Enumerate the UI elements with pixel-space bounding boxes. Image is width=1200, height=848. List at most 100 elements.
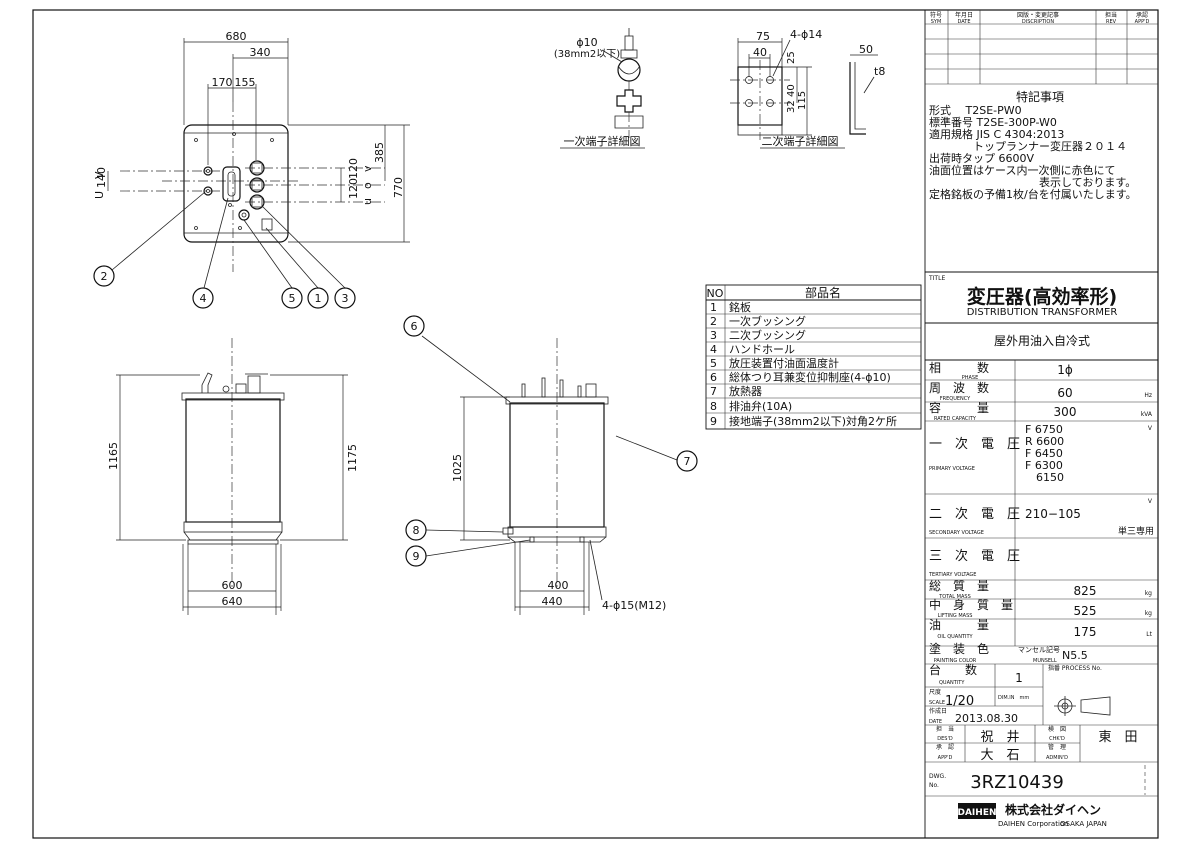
company-place: OSAKA JAPAN [1060, 820, 1107, 828]
note-line: 油面位置はケース内一次側に赤色にて [929, 163, 1115, 177]
parts-row-no: 4 [710, 343, 717, 356]
secondary-terminal-detail: 75 40 4-ϕ14 25 32 40 115 50 t8 二次端子詳細図 [730, 28, 885, 149]
dim-170: 170 [212, 76, 233, 89]
spec-cap-en: RATED CAPACITY [934, 416, 977, 422]
spec-lift-mass-label: 中 身 質 量 [929, 597, 1013, 612]
label-U: U [93, 191, 106, 199]
company-logo-text: DAIHEN [958, 808, 997, 818]
parts-row-no: 7 [710, 385, 717, 398]
label-u: u [361, 198, 374, 205]
note-line: 適用規格 JIS C 4304:2013 [929, 127, 1064, 141]
dim-385: 385 [373, 142, 386, 163]
parts-row-no: 6 [710, 371, 717, 384]
spec-chk-value: 東 田 [1098, 729, 1137, 745]
callout-5: 5 [289, 292, 296, 305]
sec-dim-25: 25 [786, 51, 797, 64]
company-name: 株式会社ダイヘン [1005, 802, 1101, 817]
spec-total-mass-label: 総 質 量 [929, 578, 989, 593]
note-line: 表示しております。 [929, 175, 1136, 189]
spec-phase-en: PHASE [962, 375, 979, 381]
spec-qty-value: 1 [1015, 671, 1023, 685]
spec-oil-en: OIL QUANTITY [937, 634, 973, 640]
title-sub: 屋外用油入自冷式 [994, 334, 1090, 348]
dim-155: 155 [235, 76, 256, 89]
spec-cap-unit: kVA [1141, 411, 1153, 418]
spec-dim-unit: DIM.IN mm [998, 695, 1029, 701]
spec-primary-tap: F 6450 [1025, 447, 1063, 460]
sec-dim-50: 50 [859, 43, 873, 56]
dim-140: 140 [95, 167, 108, 188]
parts-header-name: 部品名 [805, 285, 841, 300]
sec-dim-40v: 40 [786, 84, 797, 97]
spec-tertiary-en: TERTIARY VOLTAGE [928, 572, 976, 578]
spec-app-en: APP'D [938, 755, 953, 761]
sec-dim-32: 32 [786, 100, 797, 113]
title-label: TITLE [928, 275, 945, 282]
spec-freq-label: 周 波 数 [929, 380, 989, 395]
callout-3: 3 [342, 292, 349, 305]
front-view: 1165 1175 600 640 [107, 338, 359, 615]
dwg-label-no: No. [929, 782, 939, 789]
rev-app: 承認 [1136, 11, 1148, 19]
spec-secondary-label: 二 次 電 圧 [929, 506, 1020, 522]
notes-heading: 特記事項 [1016, 89, 1064, 104]
spec-secondary-en: SECONDARY VOLTAGE [929, 530, 984, 536]
sheet-border [32, 9, 1159, 839]
dwg-label: DWG. [929, 773, 946, 780]
spec-app-value: 大 石 [980, 748, 1019, 763]
label-v: v [361, 165, 374, 172]
dim-120b: 120 [347, 158, 360, 179]
parts-row-name: 放熱器 [729, 384, 762, 398]
parts-row-name: ハンドホール [729, 343, 795, 356]
spec-freq-value: 60 [1057, 386, 1072, 400]
spec-des-value: 祝 井 [980, 730, 1019, 745]
company-logo [958, 803, 996, 819]
spec-chk-label: 検 図 [1048, 725, 1066, 733]
spec-scale-en: SCALE [929, 700, 945, 706]
spec-secondary-note: 単三専用 [1118, 525, 1154, 537]
spec-phase-value: 1ϕ [1057, 363, 1073, 377]
spec-des-label: 担 当 [936, 725, 954, 733]
side-hole-spec: 4-ϕ15(M12) [602, 599, 666, 612]
parts-row-no: 3 [710, 329, 717, 342]
side-dim-400: 400 [548, 579, 569, 592]
primary-caption: 一次端子詳細図 [564, 134, 641, 148]
spec-secondary-value: 210−105 [1025, 507, 1081, 521]
spec-chk-en: CHK'D [1049, 736, 1065, 742]
callout-2: 2 [101, 270, 108, 283]
side-dim-1025: 1025 [451, 454, 464, 482]
note-line: 標準番号 T2SE-300P-W0 [929, 115, 1057, 129]
front-dim-1175: 1175 [346, 444, 359, 472]
spec-cap-label: 容 量 [929, 400, 989, 415]
spec-qty-en: QUANTITY [939, 680, 965, 686]
parts-row-no: 8 [710, 400, 717, 413]
rev-rev-en: REV [1106, 19, 1117, 25]
company-en: DAIHEN Corporation [998, 820, 1069, 828]
spec-secondary-unit: V [1148, 498, 1153, 505]
spec-munsell-en: MUNSELL [1033, 658, 1057, 664]
spec-tertiary-label: 三 次 電 圧 [929, 548, 1020, 564]
rev-rev: 担当 [1105, 11, 1117, 19]
spec-lift-mass-unit: kg [1145, 610, 1152, 617]
spec-cap-value: 300 [1054, 405, 1077, 419]
spec-admin-label: 管 理 [1048, 743, 1066, 751]
parts-table: NO 部品名 1 銘板 2 一次ブッシング 3 二次ブッシング 4 ハンドホール… [705, 284, 922, 430]
rev-date: 年月日 [955, 11, 973, 19]
rev-date-en: DATE [957, 19, 970, 25]
spec-total-mass-en: TOTAL MASS [938, 594, 971, 600]
sec-dim-40: 40 [753, 46, 767, 59]
note-line: 定格銘板の予備1枚/台を付属いたします。 [929, 187, 1137, 201]
spec-primary-tap: F 6750 [1025, 423, 1063, 436]
spec-paint-value: N5.5 [1062, 649, 1088, 662]
spec-total-mass-unit: kg [1145, 590, 1152, 597]
parts-row-name: 放圧装置付油面温度計 [729, 356, 839, 370]
secondary-caption: 二次端子詳細図 [762, 134, 839, 148]
note-line: 出荷時タップ 6600V [929, 151, 1034, 165]
spec-paint-label: 塗 装 色 [929, 641, 989, 656]
note-line: 形式 T2SE-PW0 [929, 104, 1022, 117]
spec-primary-tap: F 6300 [1025, 459, 1063, 472]
spec-freq-unit: Hz [1144, 392, 1152, 399]
callout-1: 1 [315, 292, 322, 305]
title-en: DISTRIBUTION TRANSFORMER [967, 307, 1118, 318]
parts-header-no: NO [707, 287, 724, 300]
